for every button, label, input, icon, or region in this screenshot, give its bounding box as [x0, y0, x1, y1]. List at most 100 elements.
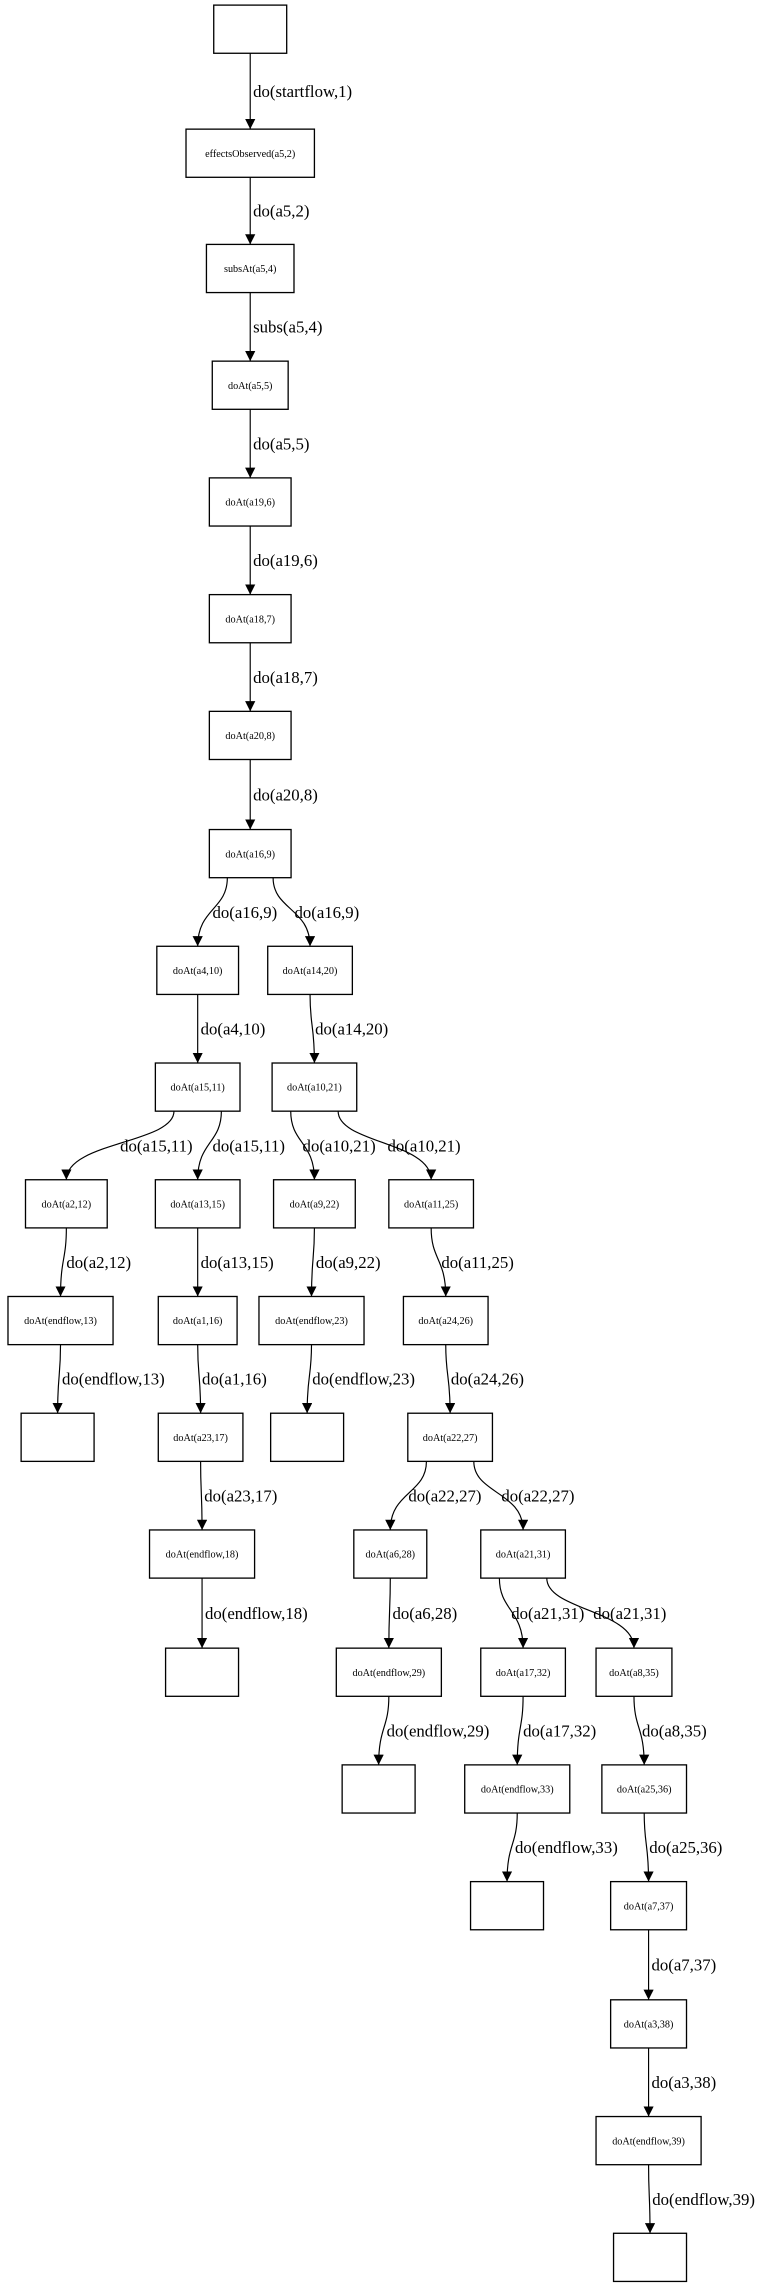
- graph-edge: do(a9,22): [306, 1227, 381, 1297]
- edge-label: do(a5,5): [253, 434, 309, 453]
- node-box: [480, 1647, 567, 1697]
- node-label: doAt(a5,5): [228, 381, 272, 392]
- node-label: doAt(a8,35): [609, 1668, 659, 1679]
- graph-node: doAt(a25,36): [601, 1764, 688, 1814]
- edge-label: do(a11,25): [441, 1253, 513, 1272]
- edge-arrow: [52, 1344, 63, 1414]
- node-label: doAt(a19,6): [225, 498, 275, 509]
- edge-label: do(a23,17): [204, 1486, 277, 1505]
- graph-node: doAt(a19,6): [208, 477, 292, 527]
- node-box: [601, 1764, 688, 1814]
- node-box: [407, 1412, 494, 1463]
- node-label: doAt(endflow,39): [612, 2136, 685, 2147]
- graph-node: doAt(a8,35): [595, 1647, 673, 1697]
- node-label: doAt(endflow,33): [481, 1785, 554, 1796]
- empty-graph-node: [469, 1880, 545, 1931]
- edge-arrow: [337, 1111, 437, 1180]
- node-box: [595, 1647, 673, 1697]
- graph-node: doAt(endflow,18): [148, 1529, 256, 1579]
- graph-node: doAt(a11,25): [388, 1179, 475, 1229]
- graph-edge: do(a15,11): [192, 1111, 285, 1180]
- node-label: doAt(a14,20): [283, 966, 338, 977]
- edge-arrow: [192, 1111, 222, 1180]
- graph-node: doAt(a10,21): [271, 1062, 358, 1112]
- edge-label: subs(a5,4): [253, 318, 322, 337]
- node-box: [469, 1880, 545, 1931]
- node-label: doAt(a9,22): [290, 1199, 340, 1210]
- node-box: [154, 1179, 241, 1229]
- graph-node: effectsObserved(a5,2): [185, 128, 316, 178]
- edge-label: do(a3,38): [651, 2073, 716, 2092]
- node-label: doAt(a2,12): [42, 1199, 92, 1210]
- graph-edge: do(a15,11): [61, 1111, 193, 1180]
- edge-arrow: [430, 1227, 451, 1297]
- node-box: [156, 945, 240, 996]
- node-box: [595, 2115, 702, 2166]
- node-box: [258, 1295, 365, 1346]
- graph-edge: subs(a5,4): [245, 292, 323, 362]
- node-box: [7, 1295, 114, 1346]
- edge-arrow: [290, 1111, 320, 1180]
- node-box: [208, 710, 292, 761]
- edge-label: do(a22,27): [501, 1486, 574, 1505]
- edge-label: do(a22,27): [408, 1486, 481, 1505]
- edge-label: do(a21,31): [593, 1604, 666, 1623]
- edge-arrow: [302, 1344, 313, 1414]
- edge-arrow: [195, 1344, 206, 1414]
- graph-edge: do(a2,12): [55, 1227, 131, 1297]
- edge-label: do(a9,22): [316, 1253, 381, 1272]
- empty-graph-node: [612, 2232, 688, 2283]
- edge-arrow: [55, 1227, 67, 1297]
- graph-node: doAt(a7,37): [609, 1880, 688, 1931]
- node-box: [208, 828, 292, 879]
- edge-arrow: [501, 1813, 518, 1882]
- node-label: subsAt(a5,4): [224, 264, 276, 275]
- graph-edge: do(a4,10): [192, 994, 265, 1064]
- graph-edge: do(a24,26): [445, 1344, 524, 1414]
- node-label: doAt(a25,36): [617, 1785, 672, 1796]
- edge-label: do(endflow,33): [515, 1838, 618, 1857]
- node-label: doAt(a4,10): [173, 966, 223, 977]
- edge-arrow: [61, 1111, 175, 1180]
- edge-label: do(a17,32): [523, 1721, 596, 1740]
- node-label: doAt(a3,38): [624, 2020, 674, 2031]
- graph-edge: do(endflow,23): [302, 1344, 415, 1414]
- graph-node: doAt(a21,31): [480, 1529, 567, 1579]
- node-box: [402, 1295, 489, 1346]
- graph-node: doAt(a18,7): [208, 593, 292, 644]
- edge-arrow: [643, 1813, 654, 1882]
- nodes-layer: effectsObserved(a5,2) subsAt(a5,4) doAt(a5…: [7, 4, 702, 2283]
- edge-label: do(a25,36): [649, 1838, 722, 1857]
- node-label: doAt(a13,15): [170, 1199, 225, 1210]
- edge-arrow: [385, 1461, 428, 1530]
- graph-node: doAt(a4,10): [156, 945, 240, 996]
- edge-arrow: [383, 1578, 394, 1649]
- graph-node: doAt(endflow,39): [595, 2115, 702, 2166]
- node-label: doAt(a23,17): [173, 1433, 228, 1444]
- graph-edge: do(a5,5): [245, 409, 309, 478]
- node-box: [335, 1647, 443, 1697]
- edge-arrow: [512, 1696, 524, 1765]
- node-label: doAt(endflow,18): [166, 1550, 239, 1561]
- graph-edge: do(a6,28): [383, 1578, 457, 1649]
- graph-node: doAt(a9,22): [272, 1179, 356, 1229]
- edge-arrow: [633, 1696, 650, 1765]
- graph-edge: do(a3,38): [643, 2047, 716, 2117]
- graph-node: doAt(a3,38): [609, 1999, 688, 2049]
- empty-graph-node: [213, 4, 288, 54]
- node-box: [157, 1412, 244, 1463]
- graph-node: doAt(endflow,13): [7, 1295, 114, 1346]
- node-box: [211, 360, 289, 410]
- graph-edge: do(a10,21): [290, 1111, 376, 1180]
- graph-edge: do(a21,31): [498, 1578, 584, 1649]
- edge-label: do(a13,15): [201, 1253, 274, 1272]
- node-label: doAt(a15,11): [171, 1083, 225, 1094]
- node-box: [157, 1295, 238, 1346]
- empty-graph-node: [269, 1412, 345, 1463]
- edge-label: do(a7,37): [651, 1956, 716, 1975]
- node-label: doAt(a17,32): [496, 1668, 551, 1679]
- graph-edge: do(a18,7): [245, 642, 318, 712]
- node-box: [213, 4, 288, 54]
- graph-node: doAt(a17,32): [480, 1647, 567, 1697]
- node-box: [185, 128, 316, 178]
